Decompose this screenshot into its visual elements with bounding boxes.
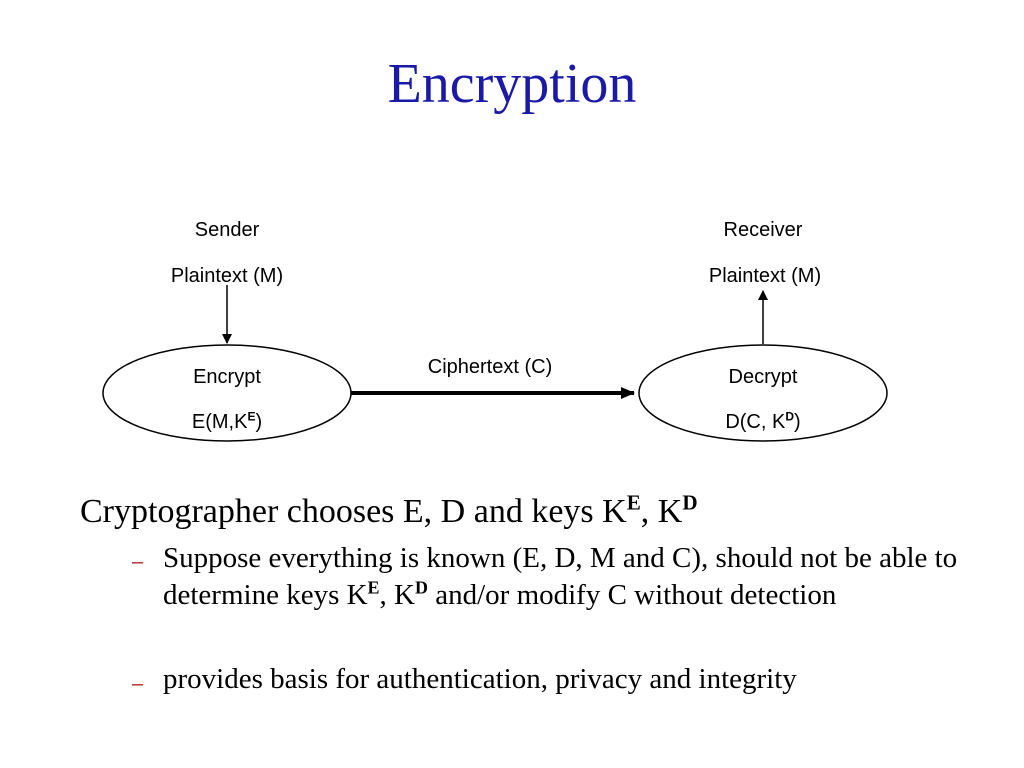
- encrypt-function-base: E(M,K: [191, 411, 248, 433]
- encrypt-function-label: E(M,KE): [147, 410, 307, 434]
- decrypt-function-close: ): [794, 411, 801, 433]
- sub-bullet-1-part1: Suppose everything is known (E, D, M and…: [163, 542, 958, 611]
- slide-title: Encryption: [387, 53, 637, 115]
- decrypt-function-base: D(C, K: [725, 411, 786, 433]
- receiver-label: Receiver: [723, 219, 803, 241]
- sub-bullet-1-part2: and/or modify C without detection: [427, 579, 837, 611]
- sender-label: Sender: [194, 219, 260, 241]
- sub-bullet-1-key-d: D: [415, 577, 428, 598]
- main-bullet-text: Cryptographer chooses E, D and keys K: [80, 493, 627, 530]
- main-bullet-key-e: E: [626, 490, 641, 515]
- receiver-plaintext-label: Plaintext (M): [708, 265, 822, 287]
- sub-bullet-2-dash: –: [132, 673, 144, 695]
- encrypt-function-close: ): [255, 411, 263, 433]
- main-bullet-separator: , K: [640, 493, 683, 530]
- sub-bullet-1-key-e: E: [367, 577, 380, 598]
- decrypt-key-superscript: D: [785, 409, 794, 424]
- main-bullet: Cryptographer chooses E, D and keys KE, …: [80, 490, 698, 534]
- decrypt-function-label: D(C, KD): [683, 410, 843, 434]
- encrypt-key-superscript: E: [247, 409, 256, 424]
- ciphertext-label: Ciphertext (C): [427, 356, 553, 378]
- sub-bullet-2: provides basis for authentication, priva…: [163, 663, 797, 695]
- sub-bullet-1-dash: –: [132, 551, 144, 573]
- decrypt-label: Decrypt: [728, 366, 798, 388]
- main-bullet-key-d: D: [682, 490, 698, 515]
- encrypt-label: Encrypt: [193, 366, 261, 388]
- decrypt-ellipse: [638, 344, 888, 442]
- sub-bullet-1-separator: , K: [379, 579, 415, 611]
- sub-bullet-1: Suppose everything is known (E, D, M and…: [163, 540, 1003, 614]
- sender-plaintext-label: Plaintext (M): [170, 265, 284, 287]
